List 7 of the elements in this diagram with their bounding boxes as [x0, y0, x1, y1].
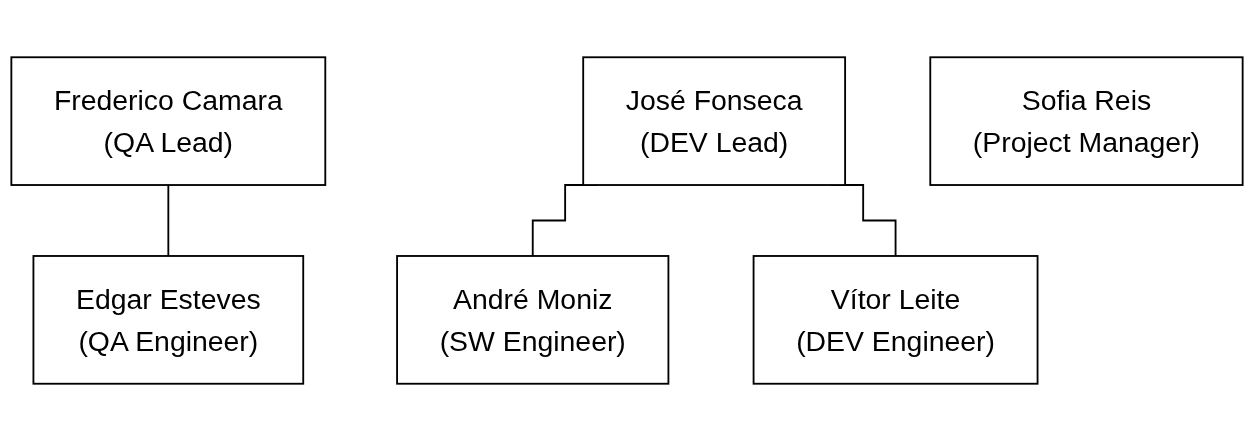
node-box: Frederico Camara (QA Lead) — [10, 56, 327, 186]
connector — [167, 184, 170, 257]
node-box: Sofia Reis (Project Manager) — [929, 56, 1244, 186]
node-box: Edgar Esteves (QA Engineer) — [32, 255, 305, 385]
node-box: André Moniz (SW Engineer) — [396, 255, 670, 385]
node-box: Vítor Leite (DEV Engineer) — [752, 255, 1039, 385]
node-box: José Fonseca (DEV Lead) — [582, 56, 847, 186]
